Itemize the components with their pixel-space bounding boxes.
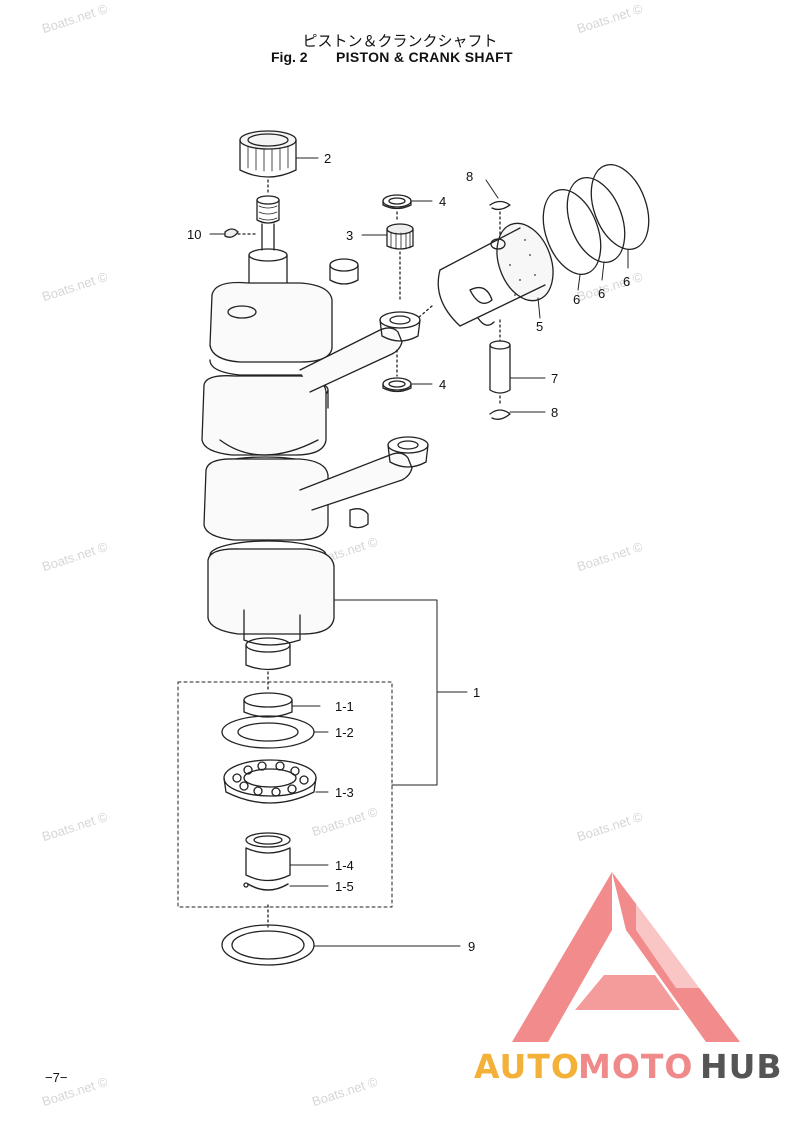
callout-4-lower: 4 bbox=[439, 377, 446, 392]
automotohub-logo: AUTO MOTO HUB bbox=[474, 872, 783, 1086]
piston-pin-part-7 bbox=[489, 319, 511, 394]
callout-1-2: 1-2 bbox=[335, 725, 354, 740]
logo-inner-m-icon bbox=[575, 975, 680, 1010]
piston-part-5 bbox=[417, 222, 554, 327]
ring-part-1-2 bbox=[221, 715, 315, 749]
piston-rings-part-6 bbox=[542, 164, 650, 275]
callout-labels: 2 10 4 3 8 6 6 6 5 4 7 8 1 1-1 1-2 1-3 1… bbox=[187, 151, 630, 954]
callout-1: 1 bbox=[473, 685, 480, 700]
title-japanese: ピストン＆クランクシャフト bbox=[302, 32, 498, 50]
callout-9: 9 bbox=[468, 939, 475, 954]
thrust-washer-part-4-upper bbox=[382, 194, 412, 223]
callout-6-c: 6 bbox=[623, 274, 630, 289]
seal-ring-part-9 bbox=[221, 904, 315, 966]
callout-6-b: 6 bbox=[598, 286, 605, 301]
brand-auto: AUTO bbox=[474, 1047, 580, 1086]
callout-1-1: 1-1 bbox=[335, 699, 354, 714]
crankshaft-part-1 bbox=[201, 195, 335, 691]
piston-pin-clip-part-8-lower bbox=[489, 395, 511, 420]
connecting-rod-upper bbox=[299, 311, 421, 393]
connecting-rod-lower bbox=[299, 436, 429, 529]
callout-1-5: 1-5 bbox=[335, 879, 354, 894]
ball-bearing-part-1-3 bbox=[223, 759, 317, 804]
leader-lines bbox=[209, 157, 629, 947]
needle-bearing-part-3 bbox=[386, 223, 414, 301]
callout-4-upper: 4 bbox=[439, 194, 446, 209]
callout-6-a: 6 bbox=[573, 292, 580, 307]
sub-assembly-group-box bbox=[177, 681, 393, 908]
sleeve-part-1-4 bbox=[245, 832, 291, 882]
woodruff-key-part-10 bbox=[224, 228, 256, 238]
callout-1-3: 1-3 bbox=[335, 785, 354, 800]
callout-8-lower: 8 bbox=[551, 405, 558, 420]
callout-7: 7 bbox=[551, 371, 558, 386]
collar-part-1-1 bbox=[243, 692, 293, 718]
callout-8-upper: 8 bbox=[466, 169, 473, 184]
needle-bearing-part-2 bbox=[239, 130, 297, 193]
figure-title: PISTON & CRANK SHAFT bbox=[336, 49, 513, 65]
brand-moto: MOTO bbox=[578, 1047, 693, 1086]
logo-triangle-left-icon bbox=[512, 872, 612, 1042]
callout-10: 10 bbox=[187, 227, 201, 242]
callout-1-4: 1-4 bbox=[335, 858, 354, 873]
piston-pin-clip-part-8-upper bbox=[489, 200, 511, 236]
callout-5: 5 bbox=[536, 319, 543, 334]
figure-number: Fig. 2 bbox=[271, 49, 308, 65]
callout-3: 3 bbox=[346, 228, 353, 243]
circlip-part-1-5 bbox=[243, 882, 289, 891]
crank-bearing-half bbox=[329, 258, 359, 285]
page-number: −7− bbox=[45, 1070, 68, 1085]
callout-2: 2 bbox=[324, 151, 331, 166]
brand-hub: HUB bbox=[700, 1047, 783, 1086]
